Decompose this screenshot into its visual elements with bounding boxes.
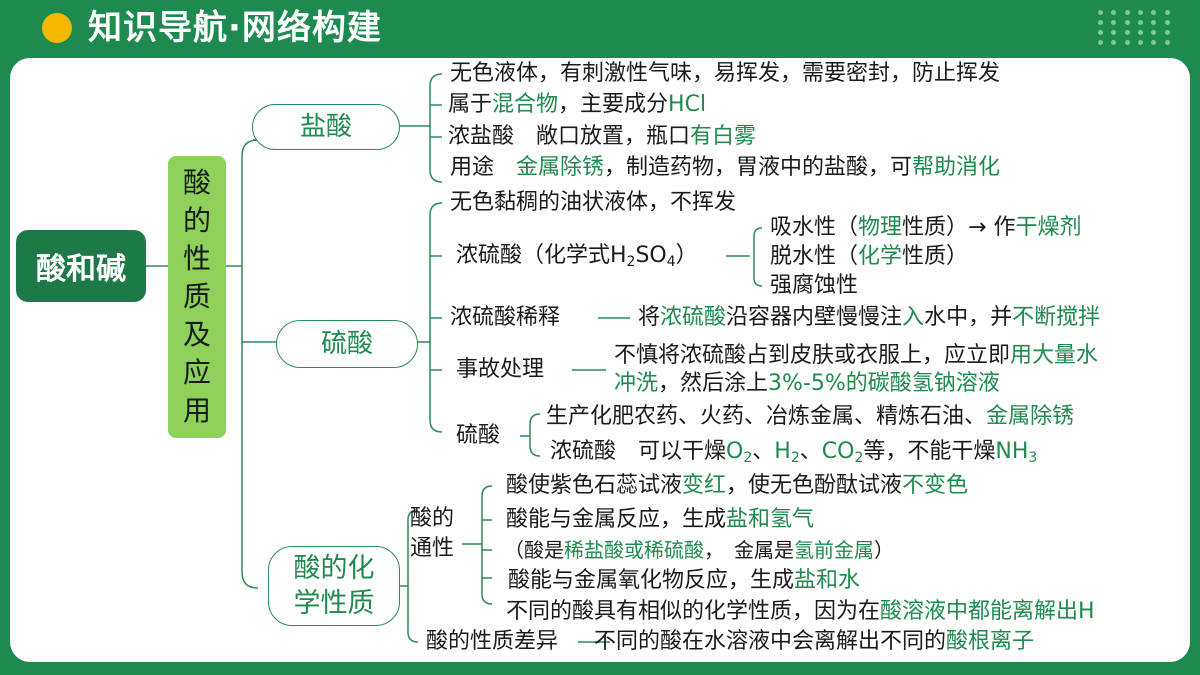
h2so4-use-1: 生产化肥农药、火药、冶炼金属、精炼石油、金属除锈: [546, 404, 1075, 429]
page-title: 知识导航·网络构建: [88, 8, 382, 48]
h2so4-node: 硫酸: [276, 320, 418, 368]
chem-p3: （酸是稀盐酸或稀硫酸， 金属是氢前金属）: [504, 538, 894, 562]
chem-common-label: 酸的 通性: [410, 506, 455, 561]
chem-node: 酸的化 学性质: [268, 546, 400, 626]
h2so4-use-2: 浓硫酸 可以干燥O2、H2、CO2等，不能干燥NH3: [550, 439, 1038, 466]
root-node: 酸和碱: [16, 230, 146, 302]
hcl-line3: 浓盐酸 敞口放置，瓶口有白雾: [448, 124, 757, 149]
dot-grid-icon: [1098, 10, 1178, 50]
h2so4-line1: 无色黏稠的油状液体，不挥发: [450, 190, 737, 215]
h2so4-dilute-label: 浓硫酸稀释: [450, 305, 561, 330]
h2so4-dilute: 将浓硫酸沿容器内壁慢慢注入水中，并不断搅拌: [638, 305, 1101, 330]
chem-diff: 酸的性质差异不同的酸在水溶液中会离解出不同的酸根离子: [426, 629, 1035, 654]
title-bar: 知识导航·网络构建: [0, 0, 1200, 56]
title-dot-icon: [42, 13, 72, 43]
branch-node: 酸 的 性 质 及 应 用: [168, 156, 226, 438]
h2so4-conc: 浓硫酸（化学式H2SO4）: [456, 243, 698, 270]
chem-p5: 不同的酸具有相似的化学性质，因为在酸溶液中都能离解出H: [506, 599, 1095, 624]
h2so4-prop1: 吸水性（物理性质）→ 作干燥剂: [770, 215, 1082, 240]
h2so4-accident-1: 不慎将浓硫酸占到皮肤或衣服上，应立即用大量水: [614, 343, 1099, 368]
hcl-line1: 无色液体，有刺激性气味，易挥发，需要密封，防止挥发: [450, 61, 1001, 86]
h2so4-accident-label: 事故处理: [456, 357, 545, 382]
content-panel: 酸和碱 酸 的 性 质 及 应 用 盐酸 无色液体，有刺激性气味，易挥发，需要密…: [10, 58, 1190, 662]
h2so4-use-label: 硫酸: [456, 423, 501, 448]
chem-p4: 酸能与金属氧化物反应，生成盐和水: [508, 568, 861, 593]
h2so4-prop3: 强腐蚀性: [770, 273, 859, 298]
chem-p2: 酸能与金属反应，生成盐和氢气: [506, 507, 815, 532]
hcl-line4: 用途 金属除锈，制造药物，胃液中的盐酸，可帮助消化: [450, 155, 1001, 180]
hcl-line2: 属于混合物，主要成分HCl: [448, 92, 707, 117]
h2so4-prop2: 脱水性（化学性质）: [770, 244, 969, 269]
hcl-node: 盐酸: [252, 104, 400, 150]
connector-lines: [146, 73, 763, 643]
chem-p1: 酸使紫色石蕊试液变红，使无色酚酞试液不变色: [506, 473, 969, 498]
h2so4-accident-2: 冲洗，然后涂上3%-5%的碳酸氢钠溶液: [614, 371, 1000, 396]
